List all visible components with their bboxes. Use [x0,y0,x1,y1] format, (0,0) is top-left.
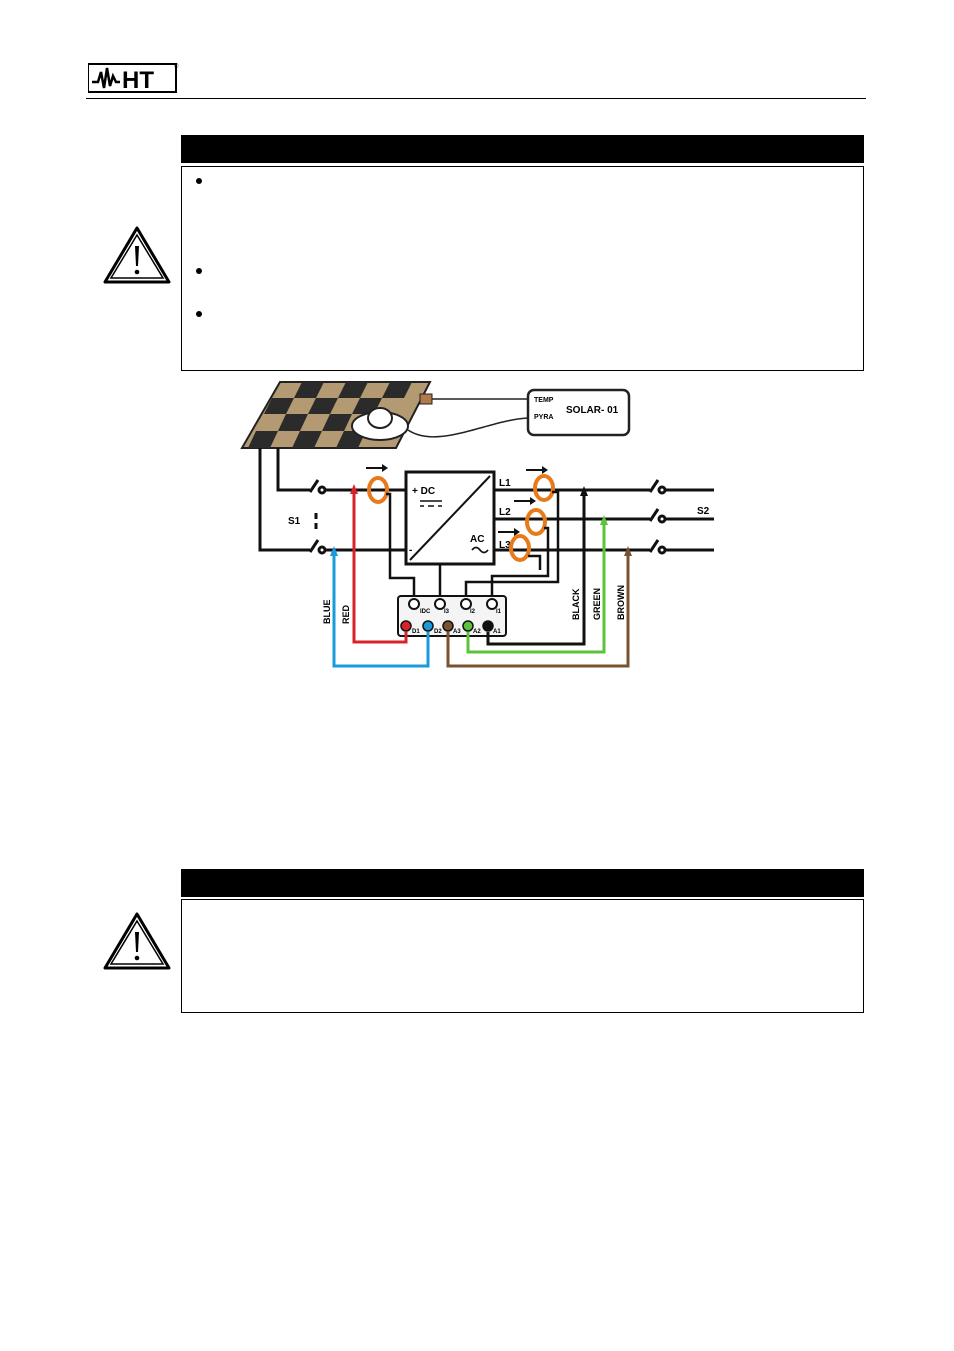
dc-minus-label: - [409,545,412,556]
bullet-point [196,311,202,317]
black-wire-label: BLACK [571,588,581,620]
temp-input-label: TEMP [534,397,554,404]
terminal-idc: IDC [420,609,431,615]
terminal-a3: A3 [453,629,461,635]
terminal-i1: I1 [496,609,502,615]
l2-label: L2 [499,507,511,518]
warning-header-bar [181,135,864,163]
solar-panel [240,381,433,449]
warning-box [181,166,864,371]
s1-label: S1 [288,516,301,527]
green-lead [466,523,606,654]
warning-triangle-icon [103,912,171,970]
bullet-point [196,178,202,184]
instrument: IDC I3 I2 I1 D1 D2 A3 A2 A1 [397,595,507,637]
green-wire-label: GREEN [592,588,602,620]
warning-header-bar [181,869,864,897]
warning-box [181,899,864,1013]
terminal-a1: A1 [493,629,501,635]
red-wire-label: RED [341,604,351,624]
terminal-d2: D2 [434,629,442,635]
black-lead [486,494,586,646]
ac-label: AC [470,534,484,545]
pyra-input-label: PYRA [534,414,553,421]
brown-wire-label: BROWN [616,585,626,620]
red-lead [352,492,408,644]
dc-label: + DC [412,486,435,497]
solar-01-unit [526,388,631,437]
blue-lead [332,554,430,668]
switch-s2 [640,479,714,555]
ht-logo: HT ® [88,63,179,94]
terminal-i3: I3 [444,609,450,615]
warning-triangle-icon [103,226,171,284]
solar-01-label: SOLAR- 01 [566,405,619,416]
wiring-diagram: TEMP PYRA SOLAR- 01 S1 + DC - AC [240,381,714,668]
logo-text: HT [122,67,154,94]
l3-label: L3 [499,540,511,551]
terminal-i2: I2 [470,609,476,615]
inverter: + DC - AC [404,470,496,566]
terminal-a2: A2 [473,629,481,635]
ac-clamps [509,474,555,562]
dc-clamp [367,476,389,504]
brown-lead [446,554,630,668]
terminal-d1: D1 [412,629,420,635]
s2-label: S2 [697,506,710,517]
switch-s1 [300,479,406,555]
bullet-point [196,268,202,274]
blue-wire-label: BLUE [322,600,332,625]
svg-text:®: ® [174,63,179,70]
l1-label: L1 [499,478,511,489]
header-rule [86,98,866,99]
